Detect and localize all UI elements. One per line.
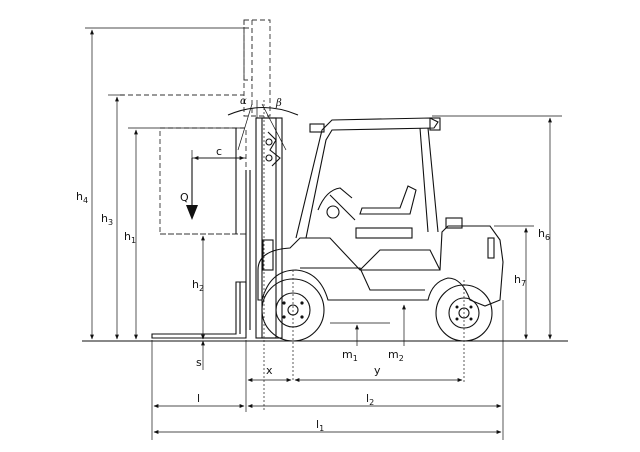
label-beta: β	[275, 98, 282, 109]
label-h2: h2	[192, 278, 204, 293]
forks	[151, 281, 247, 339]
label-h6: h6	[538, 227, 550, 242]
load-center-marker	[186, 150, 246, 220]
label-l: l	[197, 392, 200, 405]
label-y: y	[374, 364, 381, 377]
dimension-x	[245, 340, 292, 412]
truck-body	[257, 217, 504, 307]
operator-seat	[317, 185, 417, 239]
label-alpha: α	[240, 96, 247, 107]
dimension-h7	[494, 225, 534, 340]
label-s: s	[196, 356, 202, 369]
raised-load	[159, 127, 247, 235]
label-l2: l2	[366, 392, 374, 407]
dimension-h4	[85, 27, 244, 340]
label-m2: m2	[388, 348, 404, 363]
dimension-h6	[432, 115, 562, 340]
label-h4: h4	[76, 190, 88, 205]
dimension-m1	[330, 322, 390, 346]
label-q: Q	[180, 191, 189, 204]
overhead-guard	[295, 117, 441, 239]
label-l1: l1	[316, 418, 324, 433]
label-m1: m1	[342, 348, 358, 363]
label-h3: h3	[101, 212, 113, 227]
label-c: c	[216, 145, 222, 158]
tilt-angle-indicator	[227, 100, 299, 151]
label-h7: h7	[514, 273, 526, 288]
label-h1: h1	[124, 230, 136, 245]
extended-mast	[120, 19, 271, 117]
dimension-h1	[128, 127, 244, 340]
dimension-l2	[247, 300, 504, 440]
dimension-h3	[108, 94, 124, 340]
label-x: x	[266, 364, 273, 377]
dimension-l	[151, 340, 245, 440]
